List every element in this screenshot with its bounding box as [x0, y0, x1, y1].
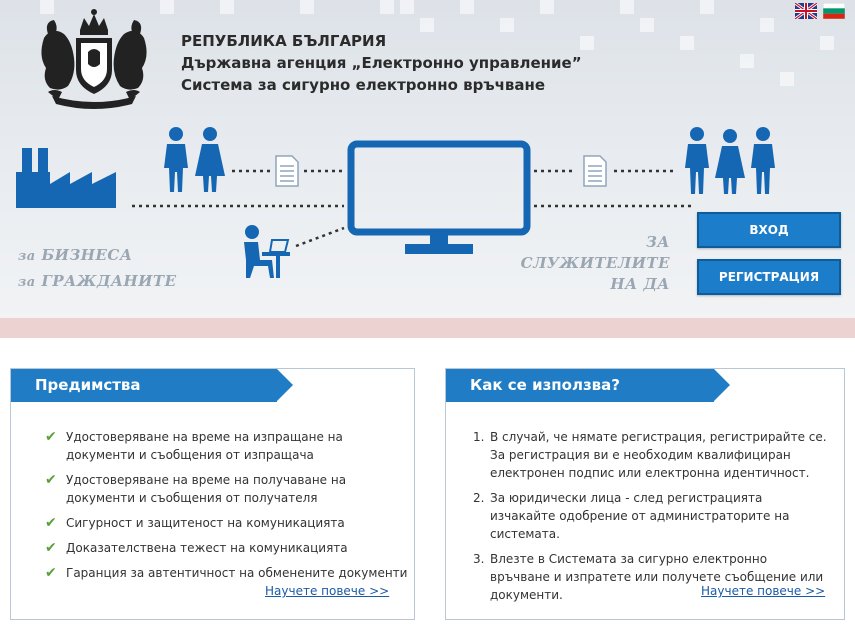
decor-pixel	[420, 18, 434, 32]
checkmark-icon: ✔	[45, 429, 57, 445]
howto-step: 3. Влезте в Системата за сигурно електро…	[473, 550, 827, 604]
decor-pixel	[700, 0, 714, 14]
bulgarian-flag-icon[interactable]	[823, 3, 845, 19]
header-agency: Държавна агенция „Електронно управление”	[181, 54, 582, 72]
checkmark-icon: ✔	[45, 565, 57, 581]
benefit-text: Доказателствена тежест на комуникацията	[66, 541, 348, 555]
step-text: За регистрация ви е необходим квалифицир…	[490, 448, 791, 462]
decor-pixel	[460, 0, 474, 14]
decorative-band	[0, 318, 855, 338]
audience-staff-label: СЛУЖИТЕЛИТЕ	[520, 254, 670, 272]
decor-pixel	[640, 18, 654, 32]
step-text: електронен подпис или електронна идентич…	[490, 466, 810, 480]
checkmark-icon: ✔	[45, 515, 57, 531]
decor-pixel	[160, 0, 174, 14]
benefit-text: документи и съобщения от получателя	[66, 491, 318, 505]
step-text: връчване и изпратете или получете съобще…	[490, 570, 824, 584]
step-text: системата.	[490, 527, 560, 541]
audience-business-label: БИЗНЕСА	[41, 246, 133, 264]
benefit-item: ✔ Сигурност и защитеност на комуникацият…	[45, 514, 407, 532]
step-number: 3.	[473, 552, 485, 566]
audience-citizens-label: ГРАЖДАНИТЕ	[41, 272, 177, 290]
benefits-title: Предимства	[11, 369, 293, 402]
decor-pixel	[820, 36, 834, 50]
audience-staff-agency: НА ДА	[610, 275, 670, 293]
monitor-icon	[347, 140, 531, 254]
howto-panel: Как се използва? 1. В случай, че нямате …	[445, 368, 845, 620]
decor-pixel	[380, 0, 394, 14]
howto-more-link[interactable]: Научете повече >>	[701, 584, 826, 598]
decor-pixel	[400, 0, 414, 14]
audience-prefix: за	[18, 275, 36, 290]
benefit-text: Удостоверяване на време на изпращане на	[66, 430, 343, 444]
howto-steps: 1. В случай, че нямате регистрация, реги…	[473, 428, 827, 611]
decor-pixel	[540, 0, 554, 14]
audience-prefix: за	[18, 249, 36, 264]
header-system: Система за сигурно електронно връчване	[181, 76, 546, 94]
audience-citizens: за ГРАЖДАНИТЕ	[18, 272, 177, 290]
decor-pixel	[760, 18, 774, 32]
decor-pixel	[300, 0, 314, 14]
communication-illustration	[16, 127, 775, 278]
howto-title: Как се използва?	[446, 369, 730, 402]
decor-pixel	[780, 72, 794, 86]
decor-pixel	[580, 36, 594, 50]
factory-icon	[16, 148, 116, 208]
document-icon	[275, 155, 299, 187]
step-text: Влезте в Системата за сигурно електронно	[490, 552, 768, 566]
benefits-panel: Предимства ✔ Удостоверяване на време на …	[10, 368, 415, 620]
register-button[interactable]: РЕГИСТРАЦИЯ	[697, 259, 841, 295]
benefit-text: документи и съобщения от изпращача	[66, 448, 314, 462]
step-number: 2.	[473, 491, 485, 505]
hero-banner: РЕПУБЛИКА БЪЛГАРИЯ Държавна агенция „Еле…	[0, 0, 855, 318]
decor-pixel	[500, 18, 514, 32]
benefits-list: ✔ Удостоверяване на време на изпращане н…	[45, 428, 407, 589]
english-flag-icon[interactable]	[795, 3, 817, 19]
benefit-text: Сигурност и защитеност на комуникацията	[66, 516, 345, 530]
benefit-item: ✔ Удостоверяване на време на получаване …	[45, 471, 407, 507]
step-text: изчакайте одобрение от администраторите …	[490, 509, 790, 523]
benefit-item: ✔ Удостоверяване на време на изпращане н…	[45, 428, 407, 464]
checkmark-icon: ✔	[45, 540, 57, 556]
decor-pixel	[740, 54, 754, 68]
benefit-item: ✔ Гаранция за автентичност на обменените…	[45, 564, 407, 582]
audience-staff-prefix: ЗА	[645, 233, 670, 251]
decor-pixel	[40, 0, 54, 14]
decor-pixel	[620, 0, 634, 14]
step-text: За юридически лица - след регистрацията	[490, 491, 763, 505]
staff-icon	[685, 127, 775, 194]
header-country: РЕПУБЛИКА БЪЛГАРИЯ	[181, 32, 387, 50]
step-text: В случай, че нямате регистрация, регистр…	[490, 430, 827, 444]
decor-pixel	[220, 0, 234, 14]
benefits-more-link[interactable]: Научете повече >>	[265, 584, 390, 598]
header-title-block: РЕПУБЛИКА БЪЛГАРИЯ Държавна агенция „Еле…	[181, 30, 582, 96]
howto-step: 2. За юридически лица - след регистрация…	[473, 489, 827, 543]
login-button[interactable]: ВХОД	[697, 212, 841, 248]
document-icon	[583, 155, 607, 187]
benefit-item: ✔ Доказателствена тежест на комуникацият…	[45, 539, 407, 557]
people-icon	[164, 127, 225, 192]
coat-of-arms-icon	[41, 9, 147, 109]
decor-pixel	[680, 36, 694, 50]
step-text: документи.	[490, 588, 563, 602]
checkmark-icon: ✔	[45, 472, 57, 488]
audience-business: за БИЗНЕСА	[18, 246, 133, 264]
step-number: 1.	[473, 430, 485, 444]
benefit-text: Гаранция за автентичност на обменените д…	[66, 566, 408, 580]
howto-step: 1. В случай, че нямате регистрация, реги…	[473, 428, 827, 482]
laptop-user-icon	[244, 225, 290, 278]
benefit-text: Удостоверяване на време на получаване на	[66, 473, 347, 487]
